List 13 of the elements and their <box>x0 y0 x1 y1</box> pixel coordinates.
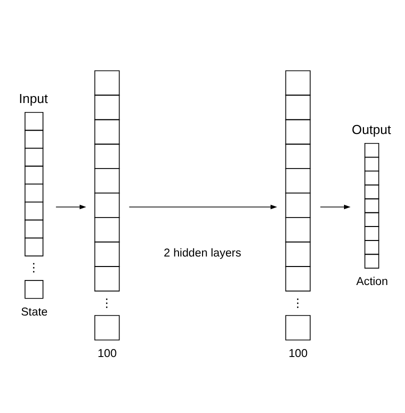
node-label: 100 <box>98 347 117 360</box>
node-label: Action <box>356 276 388 288</box>
node-label: Output <box>352 122 391 137</box>
label: ⋮ <box>292 296 303 309</box>
arrow <box>56 204 86 209</box>
arrow <box>128 204 278 209</box>
arrow <box>320 204 351 209</box>
label: ⋮ <box>28 262 39 274</box>
label: 2 hidden layers <box>164 247 242 260</box>
label: ⋮ <box>100 296 112 309</box>
node-label: State <box>20 306 48 318</box>
node-label: 100 <box>288 347 308 360</box>
node-label: Input <box>18 90 48 106</box>
